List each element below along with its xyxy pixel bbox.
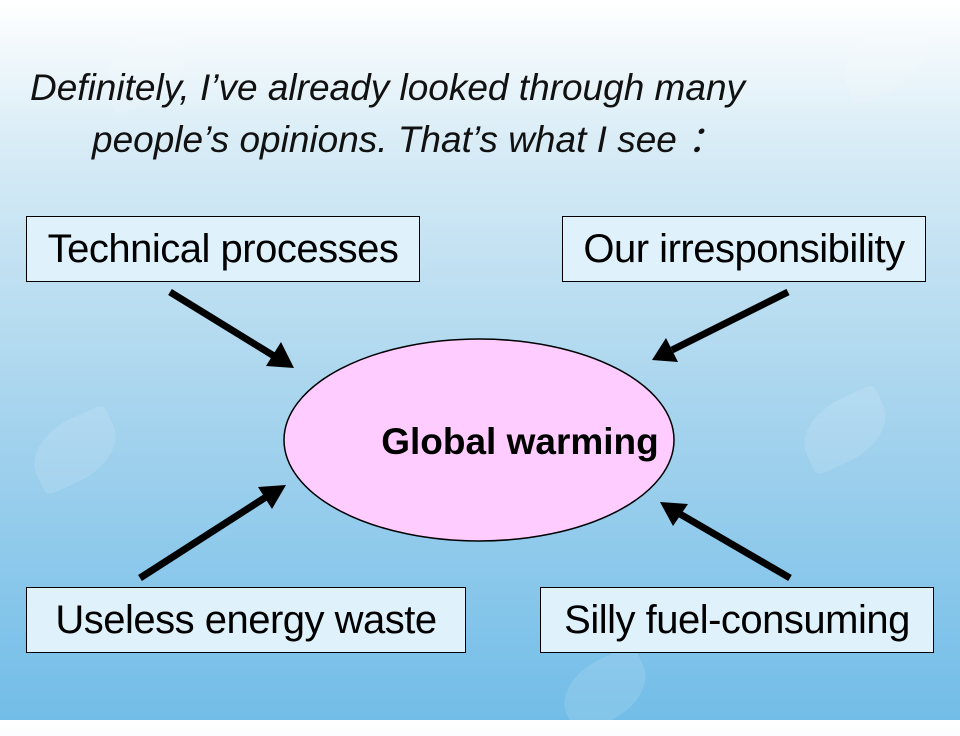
cause-box-technical-processes: Technical processes (26, 216, 420, 282)
arrow-top-right (652, 288, 790, 362)
global-warming-ellipse (283, 338, 675, 542)
global-warming-label: Global warming (381, 421, 659, 462)
arrow-bottom-left (138, 485, 286, 581)
cause-box-silly-fuel-consuming: Silly fuel-consuming (540, 587, 934, 653)
arrow-bottom-right (660, 502, 792, 582)
heading-line-2: people’s opinions. That’s what I see ： (92, 119, 725, 160)
heading-line-1: Definitely, I’ve already looked through … (30, 67, 746, 108)
cause-box-useless-energy-waste: Useless energy waste (26, 587, 466, 653)
arrow-top-left (168, 289, 294, 368)
diagram-canvas (138, 288, 792, 582)
slide: Definitely, I’ve already looked through … (26, 67, 934, 653)
cause-box-our-irresponsibility: Our irresponsibility (562, 216, 926, 282)
